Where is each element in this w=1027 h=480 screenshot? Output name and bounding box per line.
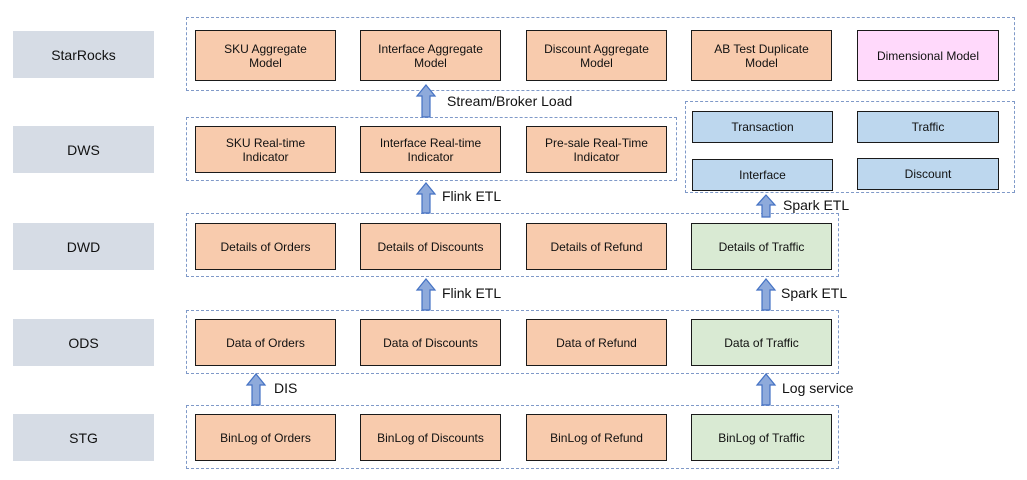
spark-etl-dwd-label: Spark ETL bbox=[781, 285, 848, 301]
details-of-discounts: Details of Discounts bbox=[360, 223, 501, 270]
presale-realtime-indicator: Pre-sale Real-Time Indicator bbox=[526, 126, 667, 173]
layer-label-dwd: DWD bbox=[13, 223, 154, 270]
transaction-table: Transaction bbox=[692, 111, 833, 143]
data-of-refund: Data of Refund bbox=[526, 319, 667, 366]
binlog-of-traffic: BinLog of Traffic bbox=[691, 414, 832, 461]
details-of-orders: Details of Orders bbox=[195, 223, 336, 270]
traffic-table: Traffic bbox=[857, 111, 999, 143]
dws-indicator-group bbox=[186, 117, 677, 181]
interface-aggregate-model: Interface Aggregate Model bbox=[360, 30, 501, 81]
sku-aggregate-model: SKU Aggregate Model bbox=[195, 30, 336, 81]
discount-table: Discount bbox=[857, 158, 999, 190]
interface-table: Interface bbox=[692, 159, 833, 191]
binlog-of-discounts: BinLog of Discounts bbox=[360, 414, 501, 461]
dis-arrow-icon bbox=[245, 373, 267, 406]
stream-broker-load-label: Stream/Broker Load bbox=[447, 93, 573, 109]
dwd-group bbox=[186, 213, 839, 277]
ods-group bbox=[186, 310, 839, 374]
data-of-discounts: Data of Discounts bbox=[360, 319, 501, 366]
data-of-orders: Data of Orders bbox=[195, 319, 336, 366]
stream-broker-load-arrow-icon bbox=[415, 84, 437, 118]
flink-etl-dwd-arrow-icon bbox=[415, 278, 437, 311]
discount-aggregate-model: Discount Aggregate Model bbox=[526, 30, 667, 81]
flink-etl-dws-label: Flink ETL bbox=[442, 188, 502, 204]
layer-label-ods: ODS bbox=[13, 319, 154, 366]
details-of-refund: Details of Refund bbox=[526, 223, 667, 270]
log-service-label: Log service bbox=[782, 380, 854, 396]
dws-spark-group bbox=[685, 101, 1015, 193]
spark-etl-dws-label: Spark ETL bbox=[783, 197, 850, 213]
sku-realtime-indicator: SKU Real-time Indicator bbox=[195, 126, 336, 173]
dimensional-model: Dimensional Model bbox=[857, 30, 999, 81]
spark-etl-dws-arrow-icon bbox=[755, 194, 777, 218]
binlog-of-refund: BinLog of Refund bbox=[526, 414, 667, 461]
layer-label-starrocks: StarRocks bbox=[13, 31, 154, 78]
log-service-arrow-icon bbox=[755, 373, 777, 406]
ab-test-duplicate-model: AB Test Duplicate Model bbox=[691, 30, 832, 81]
spark-etl-dwd-arrow-icon bbox=[755, 278, 777, 311]
starrocks-group bbox=[186, 17, 1015, 91]
data-of-traffic: Data of Traffic bbox=[691, 319, 832, 366]
flink-etl-dws-arrow-icon bbox=[415, 182, 437, 214]
dis-label: DIS bbox=[274, 380, 298, 396]
interface-realtime-indicator: Interface Real-time Indicator bbox=[360, 126, 501, 173]
stg-group bbox=[186, 405, 839, 469]
flink-etl-dwd-label: Flink ETL bbox=[442, 285, 502, 301]
layer-label-dws: DWS bbox=[13, 126, 154, 173]
binlog-of-orders: BinLog of Orders bbox=[195, 414, 336, 461]
details-of-traffic: Details of Traffic bbox=[691, 223, 832, 270]
layer-label-stg: STG bbox=[13, 414, 154, 461]
